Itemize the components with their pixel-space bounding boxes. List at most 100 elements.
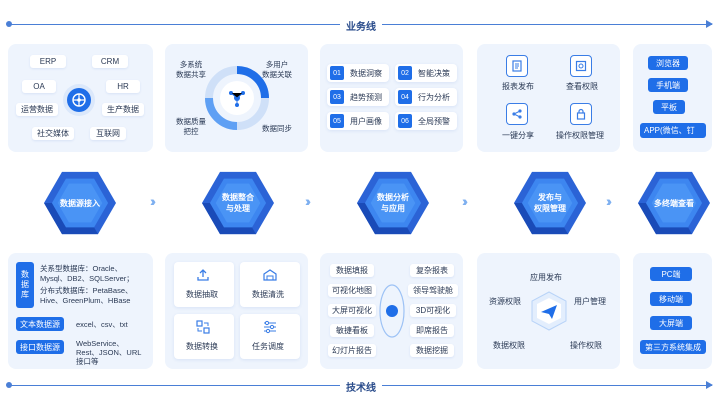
analysis-brain-ring	[378, 281, 406, 341]
file-source-value: excel、csv、txt	[76, 320, 128, 329]
tech-analysis-3d: 3D可视化	[410, 304, 456, 317]
db-line-2: Mysql、DB2、SQLServer；	[40, 274, 134, 283]
publish-operation-permission-label: 操作权限管理	[556, 131, 604, 140]
flow-chevron-4: ›››	[606, 193, 612, 209]
db-line-4: Hive、GreenPlum、HBase	[40, 296, 131, 305]
etl-clean-label: 数据清洗	[252, 290, 284, 299]
integration-multi-system: 多系统 数据共享	[176, 60, 206, 79]
hexagon-prism-5	[638, 171, 710, 235]
analysis-label-01: 数据洞察	[350, 69, 382, 78]
analysis-num-01: 01	[330, 66, 344, 80]
analysis-num-03: 03	[330, 90, 344, 104]
tech-analysis-cockpit: 领导驾驶舱	[408, 284, 458, 297]
etl-extract-label: 数据抽取	[186, 290, 218, 299]
hexagon-prism-3	[357, 171, 429, 235]
globe-icon	[62, 83, 96, 117]
source-internet: 互联网	[90, 127, 126, 140]
source-ops-data: 运营数据	[16, 103, 58, 116]
flow-chevron-2: ›››	[305, 193, 311, 209]
etl-card-schedule	[240, 314, 300, 359]
terminal-pc: PC端	[650, 267, 692, 281]
paper-plane-icon	[528, 290, 570, 332]
analysis-label-04: 行为分析	[418, 93, 450, 102]
analysis-label-03: 趋势预测	[350, 93, 382, 102]
terminal-browser: 浏览器	[648, 56, 688, 70]
sliders-icon	[263, 320, 277, 339]
api-line-2: Rest、JSON、URL	[76, 348, 142, 357]
tech-analysis-fill: 数据填报	[330, 264, 374, 277]
source-crm: CRM	[92, 55, 128, 68]
perm-user-mgmt: 用户管理	[574, 297, 606, 306]
tech-analysis-slides: 幻灯片报告	[328, 344, 376, 357]
etl-card-transform	[174, 314, 234, 359]
lock-icon	[570, 103, 592, 125]
report-publish-icon	[506, 55, 528, 77]
source-social-media: 社交媒体	[32, 127, 74, 140]
api-source-label: 接口数据源	[16, 340, 64, 354]
hex-label-analysis: 数据分析 与应用	[377, 193, 409, 213]
hexagon-prism-2	[202, 171, 274, 235]
tech-analysis-adhoc: 即席报告	[410, 324, 454, 337]
terminal-big-screen: 大屏端	[650, 316, 692, 330]
business-line-label: 业务线	[340, 18, 382, 33]
terminal-mobile-tech: 移动端	[650, 292, 692, 306]
publish-view-permission-label: 查看权限	[566, 82, 598, 91]
analysis-num-05: 05	[330, 114, 344, 128]
flow-chevron-1: ›››	[150, 193, 156, 209]
flow-chevron-3: ›››	[462, 193, 468, 209]
etl-transform-label: 数据转换	[186, 342, 218, 351]
network-node-icon	[228, 89, 246, 107]
etl-schedule-label: 任务调度	[252, 342, 284, 351]
tech-analysis-agile-board: 敏捷看板	[330, 324, 374, 337]
file-source-label: 文本数据源	[16, 317, 64, 331]
source-erp: ERP	[30, 55, 66, 68]
analysis-num-06: 06	[398, 114, 412, 128]
analysis-label-02: 智能决策	[418, 69, 450, 78]
publish-share-label: 一键分享	[502, 131, 534, 140]
terminal-mobile: 手机端	[648, 78, 688, 92]
business-line-end-arrow	[706, 20, 713, 28]
share-icon	[506, 103, 528, 125]
hexagon-prism-1	[44, 171, 116, 235]
hex-label-integration: 数据整合 与处理	[222, 193, 254, 213]
upload-icon	[196, 268, 210, 287]
hexagon-prism-4	[514, 171, 586, 235]
hex-label-source: 数据源接入	[60, 198, 100, 208]
integration-multi-user: 多用户 数据关联	[262, 60, 292, 79]
tech-analysis-big-screen: 大屏可视化	[328, 304, 376, 317]
transform-icon	[196, 320, 210, 339]
analysis-num-04: 04	[398, 90, 412, 104]
perm-data: 数据权限	[493, 341, 525, 350]
db-label: 数据库	[16, 262, 34, 308]
terminal-tablet: 平板	[653, 100, 685, 114]
db-label-text: 数据库	[20, 270, 30, 300]
db-line-1: 关系型数据库：Oracle、	[40, 264, 123, 273]
perm-resource: 资源权限	[489, 297, 521, 306]
hex-label-publish: 发布与 权限管理	[534, 193, 566, 213]
source-oa: OA	[22, 80, 56, 93]
db-line-3: 分布式数据库：PetaBase、	[40, 286, 133, 295]
panel-publish	[477, 44, 620, 152]
integration-sync: 数据同步	[262, 124, 292, 133]
business-line-start-dot	[6, 21, 12, 27]
integration-quality: 数据质量 把控	[176, 117, 206, 136]
api-line-3: 接口等	[76, 357, 99, 366]
tech-analysis-mining: 数据挖掘	[410, 344, 454, 357]
analysis-num-02: 02	[398, 66, 412, 80]
hex-label-terminals: 多终端查看	[654, 198, 694, 208]
integration-ring	[205, 66, 269, 130]
tech-line-end-arrow	[706, 381, 713, 389]
analysis-label-05: 用户画像	[350, 117, 382, 126]
source-production-data: 生产数据	[102, 103, 144, 116]
publish-report-label: 报表发布	[502, 82, 534, 91]
api-line-1: WebService、	[76, 339, 124, 348]
analysis-label-06: 全局预警	[418, 117, 450, 126]
tech-line-label: 技术线	[340, 379, 382, 394]
warehouse-icon	[263, 268, 277, 287]
tech-analysis-complex-report: 复杂报表	[410, 264, 454, 277]
tech-analysis-map: 可视化地图	[328, 284, 376, 297]
source-hr: HR	[106, 80, 140, 93]
etl-card-extract	[174, 262, 234, 307]
terminal-app: APP(微信、钉	[640, 123, 706, 138]
perm-operation: 操作权限	[570, 341, 602, 350]
